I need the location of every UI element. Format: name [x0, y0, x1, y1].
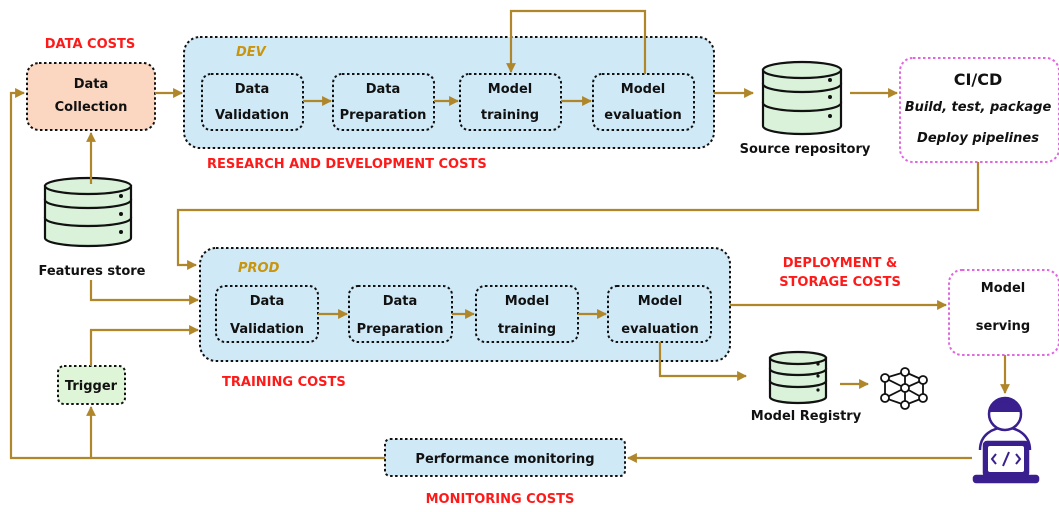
prod-group-label: PROD — [238, 261, 280, 276]
prod-step-label: training — [498, 322, 556, 337]
prod-data-preparation-box[interactable] — [348, 285, 453, 343]
flow-arrows — [9, 9, 1010, 463]
dev-step-label: Validation — [215, 108, 289, 123]
model-serving-label-1: Model — [981, 281, 1025, 296]
dev-step-label: Model — [488, 82, 532, 97]
dev-step-label: Model — [621, 82, 665, 97]
model-registry-label: Model Registry — [751, 409, 862, 424]
data-collection-label-2: Collection — [55, 100, 128, 115]
dev-step-label: evaluation — [604, 108, 681, 123]
source-repository-label: Source repository — [740, 142, 871, 157]
dev-model-evaluation-box[interactable] — [592, 73, 695, 131]
data-collection-label-1: Data — [74, 77, 109, 92]
model-serving-label-2: serving — [976, 319, 1030, 334]
dev-step-label: Data — [235, 82, 270, 97]
prod-step-label: Validation — [230, 322, 304, 337]
storage-costs-label: STORAGE COSTS — [779, 275, 901, 290]
dev-group-label: DEV — [236, 45, 267, 60]
data-collection-box[interactable] — [26, 62, 156, 131]
database-icon — [43, 176, 133, 248]
database-icon — [768, 350, 828, 405]
cicd-line-1: Build, test, package — [905, 100, 1052, 115]
monitoring-costs-label: MONITORING COSTS — [426, 492, 575, 507]
features-store-label: Features store — [38, 264, 145, 279]
prod-group — [199, 247, 731, 362]
database-icon — [761, 60, 843, 136]
prod-step-label: Model — [505, 294, 549, 309]
developer-laptop-icon — [972, 396, 1040, 484]
prod-step-label: evaluation — [621, 322, 698, 337]
cicd-title: CI/CD — [954, 70, 1003, 89]
dev-step-label: Data — [366, 82, 401, 97]
prod-step-label: Data — [383, 294, 418, 309]
performance-monitoring-box[interactable] — [384, 438, 626, 477]
data-costs-label: DATA COSTS — [45, 37, 135, 52]
prod-step-label: Model — [638, 294, 682, 309]
cicd-box[interactable] — [899, 57, 1059, 163]
dev-step-label: training — [481, 108, 539, 123]
neural-network-icon — [880, 367, 928, 410]
training-costs-label: TRAINING COSTS — [222, 375, 346, 390]
deployment-costs-label: DEPLOYMENT & — [783, 256, 897, 271]
prod-step-label: Preparation — [357, 322, 444, 337]
dev-step-label: Preparation — [340, 108, 427, 123]
research-costs-label: RESEARCH AND DEVELOPMENT COSTS — [207, 157, 487, 172]
trigger-label: Trigger — [65, 379, 118, 394]
prod-step-label: Data — [250, 294, 285, 309]
prod-model-evaluation-box[interactable] — [607, 285, 712, 343]
cicd-line-2: Deploy pipelines — [917, 131, 1039, 146]
performance-monitoring-label: Performance monitoring — [415, 452, 594, 467]
